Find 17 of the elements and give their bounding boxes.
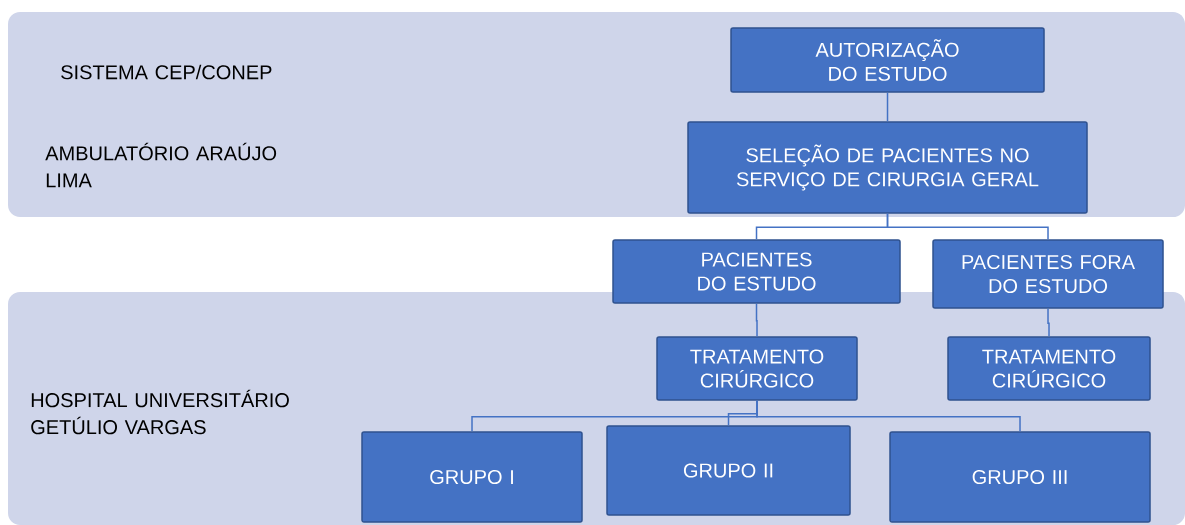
process-box: GRUPO III: [889, 431, 1151, 523]
process-box: PACIENTES FORA DO ESTUDO: [932, 239, 1164, 309]
process-box: TRATAMENTO CIRÚRGICO: [656, 336, 858, 401]
connector-line: [756, 400, 1021, 432]
connector-line: [755, 303, 758, 337]
connector-line: [886, 92, 889, 122]
process-box: GRUPO II: [606, 425, 851, 516]
lane-label: HOSPITAL UNIVERSITÁRIO GETÚLIO VARGAS: [31, 389, 289, 435]
connector-line: [1047, 308, 1050, 337]
lane-label: SISTEMA CEP/CONEP: [61, 64, 272, 80]
process-box: SELEÇÃO DE PACIENTES NO SERVIÇO DE CIRURGIA GERAL: [687, 121, 1088, 214]
lane-label: AMBULATÓRIO ARAÚJO LIMA: [45, 142, 277, 188]
process-box: AUTORIZAÇÃO DO ESTUDO: [730, 27, 1045, 93]
process-box: GRUPO I: [361, 431, 583, 523]
process-box: TRATAMENTO CIRÚRGICO: [947, 336, 1151, 401]
connector-line: [886, 213, 1049, 240]
process-box: PACIENTES DO ESTUDO: [612, 239, 901, 304]
